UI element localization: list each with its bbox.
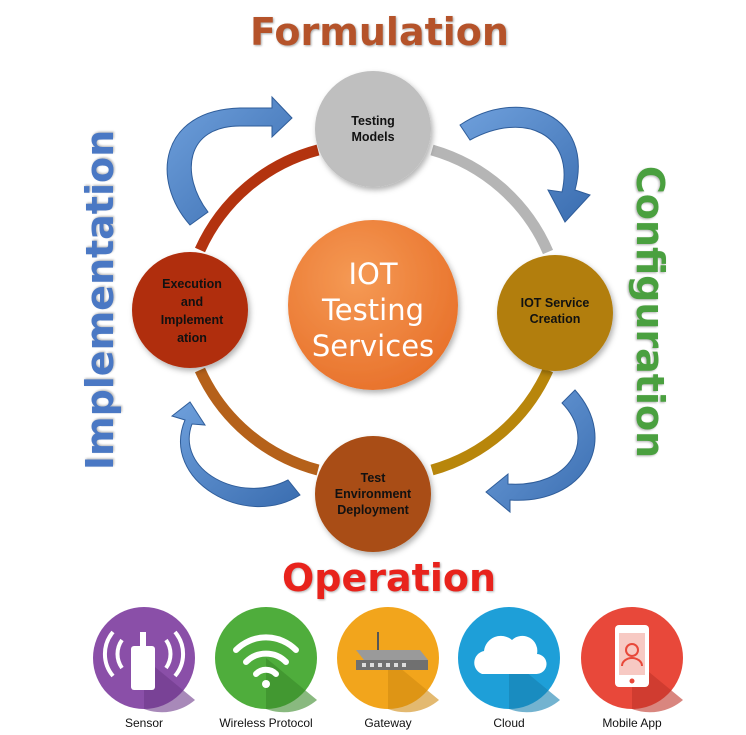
execution-line3: Implement xyxy=(160,313,224,327)
test-environment-label: Test Environment Deployment xyxy=(335,470,411,518)
node-iot-service-creation xyxy=(497,255,613,371)
phase-operation-label: Operation xyxy=(282,556,497,600)
ring-arc-implementation xyxy=(194,144,320,253)
tech-label-gateway: Gateway xyxy=(364,716,412,730)
sensor-icon xyxy=(93,607,195,713)
iot-service-creation-line1: IOT Service xyxy=(520,296,590,310)
ring-arc-formulation xyxy=(430,144,554,255)
execution-line1: Execution xyxy=(162,277,222,291)
mobile-app-icon xyxy=(581,607,683,713)
execution-line2: and xyxy=(180,295,204,309)
arrow-formulation-to-configuration xyxy=(459,106,591,223)
execution-line4: ation xyxy=(177,331,207,345)
testing-models-line2: Models xyxy=(351,130,395,144)
cloud-icon xyxy=(458,607,560,713)
testing-models-line1: Testing xyxy=(351,114,395,128)
phase-implementation-label: Implementation xyxy=(78,129,122,471)
iot-service-creation-line2: Creation xyxy=(529,312,581,326)
node-testing-models xyxy=(315,71,431,187)
arrow-configuration-to-operation xyxy=(485,389,596,514)
test-environment-line2: Environment xyxy=(334,487,412,501)
execution-label: Execution and Implement ation xyxy=(161,275,224,347)
tech-label-sensor: Sensor xyxy=(124,716,164,730)
iot-service-creation-label: IOT Service Creation xyxy=(521,295,590,327)
phase-configuration-label: Configuration xyxy=(628,165,672,459)
test-environment-line1: Test xyxy=(360,471,386,485)
ring-arc-operation xyxy=(194,367,320,476)
center-label-line2: Testing xyxy=(322,293,424,327)
tech-label-mobile-app: Mobile App xyxy=(602,716,662,730)
center-label: IOT Testing Services xyxy=(312,256,434,364)
ring-arc-configuration xyxy=(430,367,554,476)
center-label-line3: Services xyxy=(311,329,435,363)
node-test-environment xyxy=(315,436,431,552)
arrow-operation-to-implementation xyxy=(170,401,301,507)
testing-models-label: Testing Models xyxy=(351,113,395,145)
tech-label-cloud: Cloud xyxy=(493,716,525,730)
center-node xyxy=(288,220,458,390)
phase-formulation-label: Formulation xyxy=(250,10,509,54)
gateway-icon xyxy=(337,607,439,713)
test-environment-line3: Deployment xyxy=(337,503,409,517)
center-label-line1: IOT xyxy=(348,257,398,291)
tech-label-wireless-protocol: Wireless Protocol xyxy=(219,716,313,730)
arrow-implementation-to-formulation xyxy=(166,95,293,226)
wifi-icon xyxy=(215,607,317,713)
node-execution xyxy=(132,252,248,368)
